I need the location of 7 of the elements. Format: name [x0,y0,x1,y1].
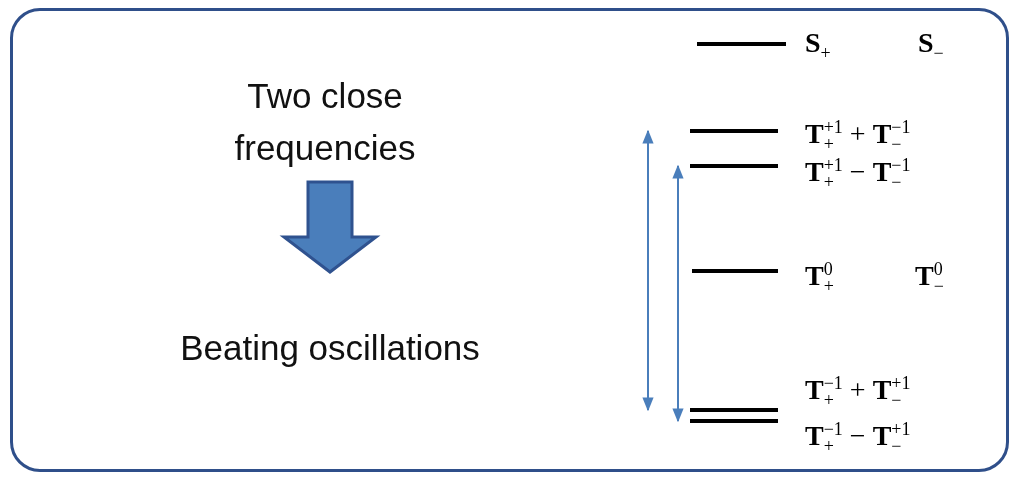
text-label: Beating oscillations [120,322,540,374]
state-label: S$_{+}$ [805,28,831,65]
text-label: Two close frequencies [190,70,460,174]
state-label: S$_{−}$ [918,28,944,65]
double-arrow [642,129,654,412]
double-arrow [672,164,684,423]
block-arrow [279,180,381,274]
